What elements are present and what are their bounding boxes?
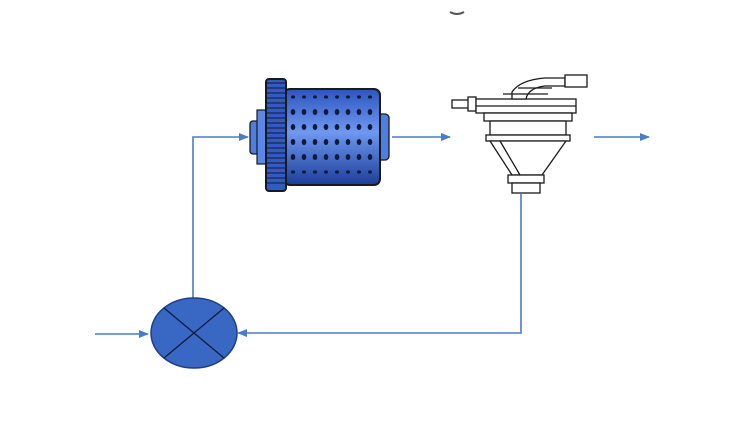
mill-hole <box>312 139 318 145</box>
mill-hole <box>335 170 339 174</box>
mill-hole <box>290 124 296 130</box>
mill-hole <box>345 139 351 145</box>
mill-hole <box>334 139 340 145</box>
mill-hole <box>291 170 295 174</box>
mill-hole <box>301 124 307 130</box>
mill-hole <box>334 124 340 130</box>
mill-hole <box>323 124 329 130</box>
mill-hole <box>312 154 318 160</box>
recycle-line <box>237 194 522 337</box>
mill-hole <box>367 139 373 145</box>
mill-hole <box>323 154 329 160</box>
mill-hole <box>323 109 329 115</box>
mill-hole <box>291 95 295 99</box>
mill-hole <box>312 109 318 115</box>
mill-hole <box>368 95 372 99</box>
mill-hole <box>301 109 307 115</box>
mill-hole <box>302 95 306 99</box>
mill-hole <box>290 109 296 115</box>
mill-hole <box>357 170 361 174</box>
mill-hole <box>368 170 372 174</box>
mill-hole <box>334 109 340 115</box>
mill-hole <box>346 95 350 99</box>
mill-hole <box>301 154 307 160</box>
mill-hole <box>345 154 351 160</box>
mill-hole <box>302 170 306 174</box>
mill-hole <box>290 154 296 160</box>
mill-hole <box>346 170 350 174</box>
mixer-to-mill-line <box>192 133 249 300</box>
mill-hole <box>367 109 373 115</box>
ball-mill-icon <box>249 78 390 192</box>
mill-hole <box>367 124 373 130</box>
mill-hole <box>290 139 296 145</box>
mill-hole <box>356 139 362 145</box>
mill-hole <box>356 109 362 115</box>
mill-hole <box>345 109 351 115</box>
mill-hole <box>345 124 351 130</box>
mill-hole <box>312 124 318 130</box>
mill-hole <box>301 139 307 145</box>
mill-hole <box>356 124 362 130</box>
mill-hole <box>324 95 328 99</box>
mill-hole <box>367 154 373 160</box>
mill-hole <box>313 170 317 174</box>
mill-hole <box>323 139 329 145</box>
mill-hole <box>335 95 339 99</box>
mill-hole <box>324 170 328 174</box>
mill-hole <box>313 95 317 99</box>
mill-hole <box>334 154 340 160</box>
mill-hole <box>357 95 361 99</box>
mixer-valve-icon <box>150 297 238 369</box>
mill-hole <box>356 154 362 160</box>
cyclone-classifier-icon <box>451 74 588 194</box>
top-mark <box>449 11 465 15</box>
